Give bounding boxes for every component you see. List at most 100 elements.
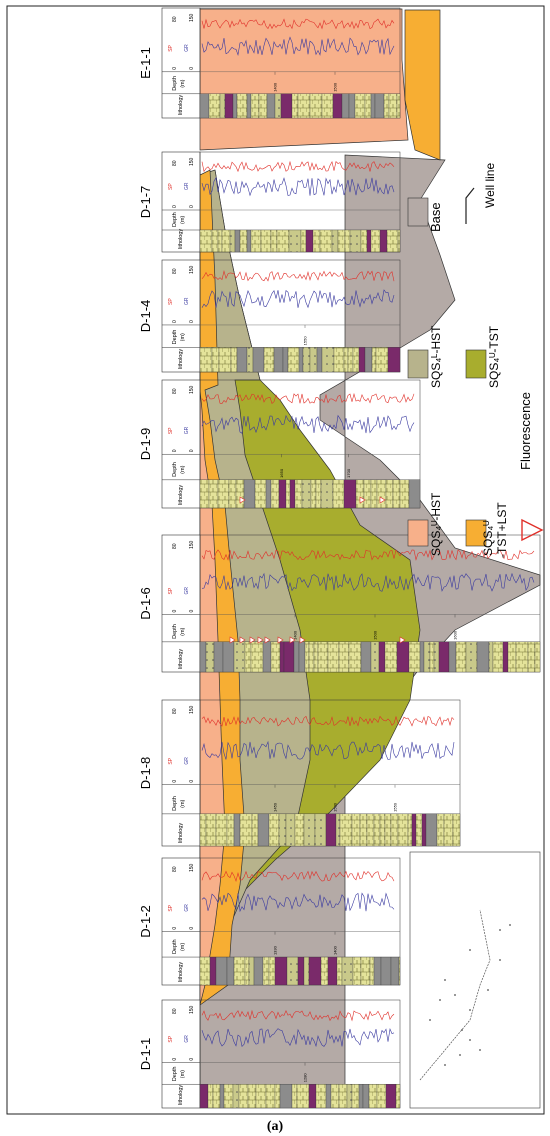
lithology-bed [246,93,252,119]
lithology-bed [351,813,361,847]
lithology-bed [316,347,323,373]
lithology-bed [347,347,354,373]
header-sp-min: 0 [172,67,178,70]
lithology-track [199,229,401,253]
header-depth: Depth [172,462,178,477]
lithology-bed [251,813,259,847]
lithology-bed [233,641,246,673]
lithology-bed [341,93,350,119]
lithology-bed [392,479,401,509]
lithology-bed [274,1084,281,1109]
lithology-bed [287,347,300,373]
lithology-bed [302,347,311,373]
lithology-bed [279,1084,293,1109]
fluorescence-marker [257,636,264,644]
header-gr: GR [184,904,190,912]
fluorescence-marker [289,636,296,644]
lithology-bed [423,641,431,673]
header-gr-min: 0 [189,1058,195,1061]
sp-curve [201,270,395,282]
well-line-icon [465,187,475,224]
lithology-bed [379,813,386,847]
lithology-bed [205,813,217,847]
lithology-bed [293,641,300,673]
lithology-bed [288,229,302,253]
header-sp-max: 80 [172,16,178,22]
header-lithology: lithology [178,95,184,115]
lithology-bed [303,956,310,986]
fluorescence-marker [359,496,366,504]
lithology-bed [344,229,351,253]
header-gr-min: 0 [189,449,195,452]
lithology-bed [303,813,316,847]
gr-curve [201,176,395,197]
lithology-bed [380,956,392,986]
lithology-bed [364,347,373,373]
lithology-bed [270,641,281,673]
lithology-bed [213,641,224,673]
lithology-bed [315,1084,327,1109]
lithology-bed [415,813,423,847]
header-depth-unit: (m) [180,1070,186,1078]
lithology-bed [230,347,238,373]
depth-mark: 1550 [393,802,398,812]
lithology-bed [378,641,386,673]
legend-label-fluorescence: Fluorescence [518,392,533,470]
lithology-bed [244,641,252,673]
lithology-bed [298,641,306,673]
lithology-bed [276,229,290,253]
lithology-bed [360,956,371,986]
lithology-bed [291,1084,298,1109]
legend-label-lower-hst: SQS₄ᴸ-HST [429,325,443,388]
lithology-bed [333,347,345,373]
header-sp: SP [168,298,174,305]
lithology-bed [384,641,398,673]
header-sp: SP [168,427,174,434]
lithology-bed [300,229,307,253]
lithology-bed [476,641,490,673]
lithology-bed [407,813,413,847]
fluorescence-marker [229,636,236,644]
lithology-bed [371,347,377,373]
header-sp-min: 0 [172,609,178,612]
lithology-bed [199,479,210,509]
lithology-bed [298,347,304,373]
lithology-bed [438,641,450,673]
header-depth-unit: (m) [180,333,186,341]
lithology-bed [325,813,337,847]
lithology-bed [236,347,248,373]
header-sp-max: 80 [172,1008,178,1014]
lithology-bed [429,641,435,673]
lithology-bed [218,347,232,373]
lithology-bed [266,93,276,119]
sp-curve [201,392,415,405]
header-lithology: lithology [178,349,184,369]
lithology-bed [375,347,389,373]
lithology-bed [455,641,467,673]
lithology-bed [199,229,213,253]
lithology-bed [207,1084,214,1109]
lithology-bed [408,641,421,673]
lithology-bed [419,641,425,673]
lithology-bed [315,479,322,509]
lithology-bed [219,93,226,119]
lithology-bed [396,641,410,673]
lithology-bed [233,813,241,847]
lithology-bed [465,641,478,673]
lithology-bed [379,229,388,253]
header-lithology: lithology [178,649,184,669]
lithology-bed [384,813,392,847]
lithology-bed [332,93,343,119]
lithology-bed [208,93,221,119]
depth-mark: 1700 [346,468,351,478]
lithology-bed [310,479,317,509]
lithology-bed [211,347,220,373]
header-lithology: lithology [178,823,184,843]
lithology-bed [279,641,285,673]
lithology-bed [226,813,235,847]
header-sp-min: 0 [172,449,178,452]
lithology-track [199,93,401,119]
lithology-bed [319,229,333,253]
